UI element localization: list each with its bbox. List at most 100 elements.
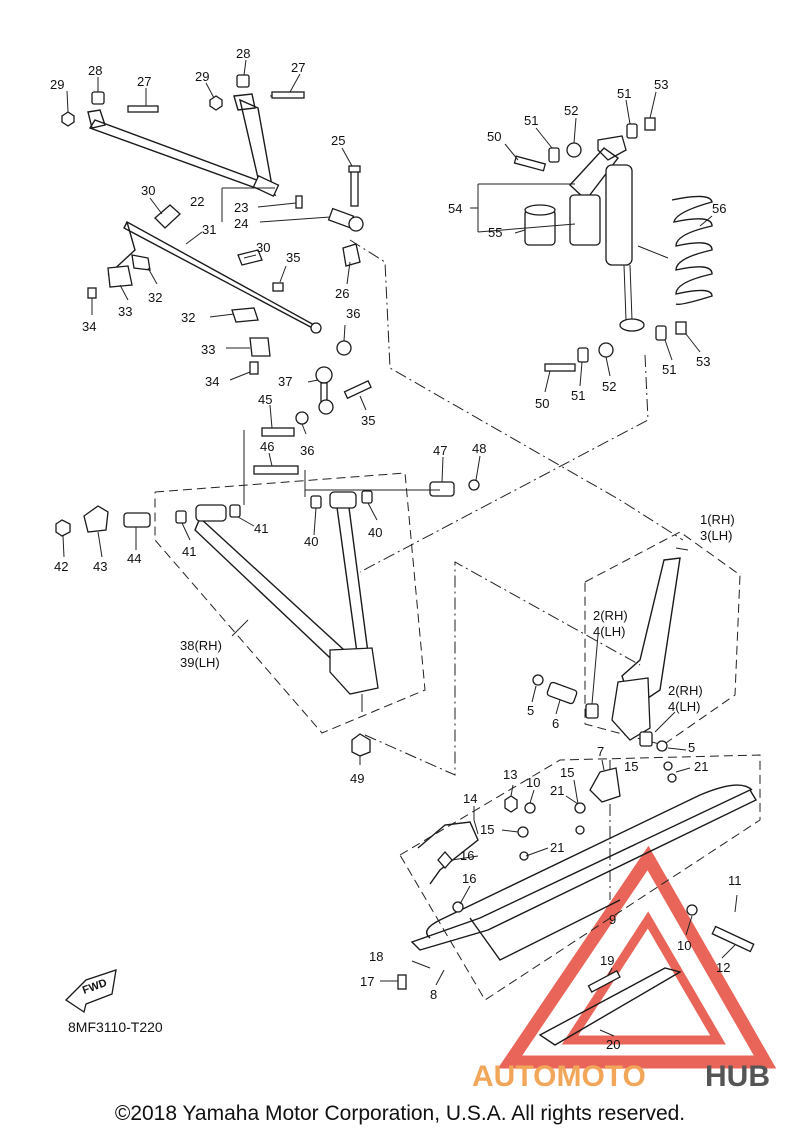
callout-label: 33	[201, 342, 215, 357]
upper-arm	[87, 93, 305, 197]
ski-assembly-box	[399, 754, 761, 1001]
callout-label: 19	[600, 953, 614, 968]
callout-label: 30	[141, 183, 155, 198]
callout-label: 48	[472, 441, 486, 456]
callout-label: 25	[331, 133, 345, 148]
spindle	[532, 557, 681, 752]
callout-label: 28	[88, 63, 102, 78]
nut-42	[55, 519, 71, 537]
clamp-33	[107, 265, 271, 357]
callout-label: 36	[300, 443, 314, 458]
reservoir-cap-55	[524, 204, 556, 246]
callout-label: 16	[462, 871, 476, 886]
callout-label: 51	[524, 113, 538, 128]
nut-49	[351, 733, 371, 757]
callout-label: 53	[654, 77, 668, 92]
callout-label: 40	[368, 525, 382, 540]
arm-assembly-box	[154, 472, 426, 734]
callout-label: 4(LH)	[593, 624, 626, 639]
callout-label: 15	[480, 822, 494, 837]
bolt-46	[253, 465, 299, 475]
collar-47	[429, 481, 455, 497]
callout-label: 15	[560, 765, 574, 780]
callout-label: 37	[278, 374, 292, 389]
callout-label: 38(RH)	[180, 638, 222, 653]
callout-label: 23	[234, 200, 248, 215]
callout-labels: 29 28 27 29 28 27 25 22 23 24 30 31 30 3…	[50, 46, 742, 1052]
bracket-43	[83, 505, 109, 533]
callout-label: 21	[550, 783, 564, 798]
callout-label: 40	[304, 534, 318, 549]
lower-arm	[194, 491, 379, 712]
callout-label: 51	[571, 388, 585, 403]
callout-label: 47	[433, 443, 447, 458]
watermark-text-1: AUTOMOTO	[472, 1060, 646, 1093]
leader-arm-to-ski	[364, 561, 641, 776]
bolt-27	[127, 91, 305, 113]
nut-36	[295, 340, 352, 425]
callout-label: 2(RH)	[593, 608, 628, 623]
callout-label: 32	[148, 290, 162, 305]
callout-label: 16	[460, 848, 474, 863]
bolt-45	[261, 427, 295, 437]
callout-label: 52	[602, 379, 616, 394]
ball-joint-24	[295, 195, 364, 232]
label-leaders	[62, 59, 738, 1037]
nut-48	[468, 479, 480, 491]
callout-label: 46	[260, 439, 274, 454]
callout-label: 20	[606, 1037, 620, 1052]
callout-label: 14	[463, 791, 477, 806]
callout-label: 31	[202, 222, 216, 237]
callout-label: 49	[350, 771, 364, 786]
callout-label: 53	[696, 354, 710, 369]
spring-56	[671, 195, 713, 306]
callout-label: 56	[712, 201, 726, 216]
ski	[397, 784, 757, 1046]
callout-label: 2(RH)	[668, 683, 703, 698]
callout-label: 7	[597, 744, 604, 759]
diagram-code: 8MF3110-T220	[68, 1019, 163, 1035]
watermark: AUTOMOTO HUB	[472, 845, 777, 1093]
callout-label: 22	[190, 194, 204, 209]
spindle-assembly-box	[584, 531, 741, 746]
callout-label: 55	[488, 225, 502, 240]
callout-label: 30	[256, 240, 270, 255]
callout-label: 29	[50, 77, 64, 92]
callout-label: 27	[137, 74, 151, 89]
callout-label: 51	[662, 362, 676, 377]
stabilizer-bar-31	[107, 221, 322, 334]
callout-label: 51	[617, 86, 631, 101]
callout-label: 36	[346, 306, 360, 321]
callout-label: 42	[54, 559, 68, 574]
callout-label: 18	[369, 949, 383, 964]
bracket-30	[154, 204, 263, 266]
leader-shock-to-spindle	[349, 239, 684, 541]
callout-label: 9	[609, 912, 616, 927]
shock-absorber-54	[569, 135, 645, 332]
callout-label: 11	[728, 873, 742, 888]
callout-label: 26	[335, 286, 349, 301]
callout-label: 10	[677, 938, 691, 953]
callout-label: 44	[127, 551, 141, 566]
callout-label: 3(LH)	[700, 528, 733, 543]
callout-label: 41	[182, 544, 196, 559]
callout-label: 50	[487, 129, 501, 144]
callout-label: 28	[236, 46, 250, 61]
callout-label: 35	[286, 250, 300, 265]
callout-label: 52	[564, 103, 578, 118]
watermark-text-2: HUB	[705, 1060, 770, 1093]
holder-32	[131, 254, 259, 323]
callout-label: 35	[361, 413, 375, 428]
copyright-notice: ©2018 Yamaha Motor Corporation, U.S.A. A…	[114, 1102, 686, 1125]
callout-label: 54	[448, 201, 462, 216]
ski-stopper-7	[589, 767, 621, 803]
callout-label: 15	[624, 759, 638, 774]
callout-label: 43	[93, 559, 107, 574]
callout-label: 27	[291, 60, 305, 75]
callout-label: 17	[360, 974, 374, 989]
bolt-25	[348, 165, 361, 207]
callout-label: 33	[118, 304, 132, 319]
callout-label: 24	[234, 216, 248, 231]
callout-label: 41	[254, 521, 268, 536]
callout-label: 32	[181, 310, 195, 325]
